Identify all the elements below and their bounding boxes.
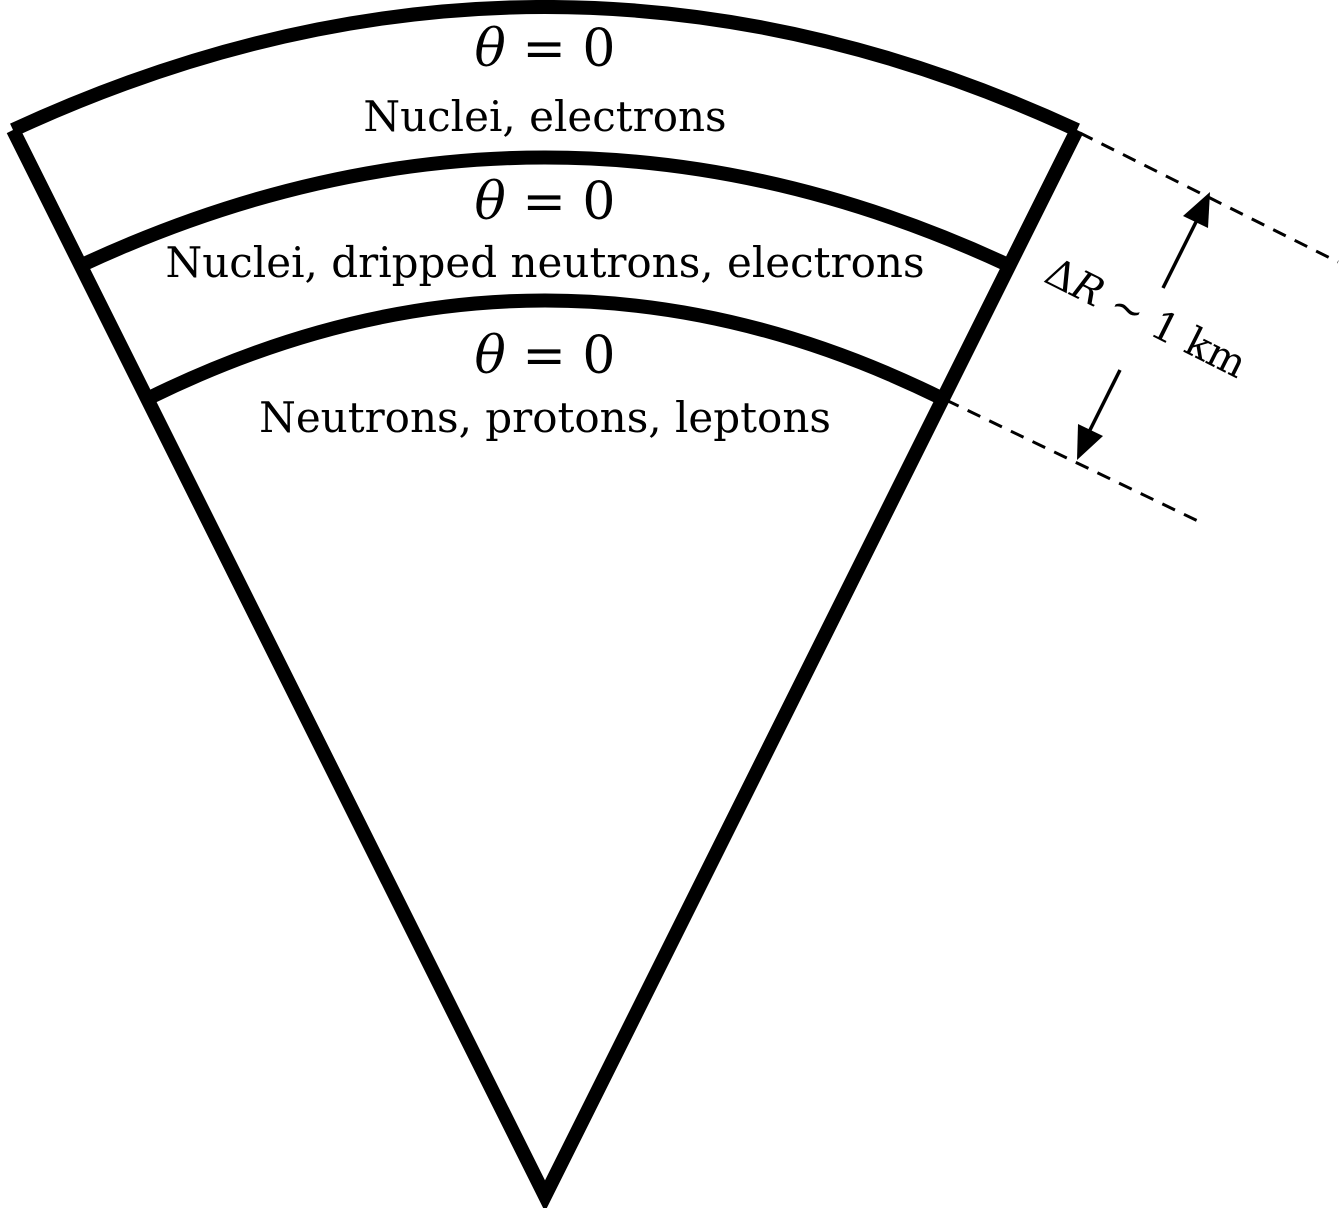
thickness-rest: ∼ 1 km	[1091, 275, 1254, 387]
inner-dashed-extension	[945, 398, 1201, 524]
layer-3-label: Neutrons, protons, leptons	[259, 393, 831, 442]
outer-surface-arc	[10, 0, 1080, 137]
thickness-label: ΔR ∼ 1 km	[1038, 249, 1254, 388]
layer-1-condition-rest: = 0	[506, 19, 616, 79]
layer-1-theta: θ	[474, 19, 505, 79]
neutron-drip-boundary-arc	[79, 150, 1011, 272]
layer-2-condition: θ = 0	[474, 172, 615, 232]
layer-3-condition-rest: = 0	[506, 326, 616, 386]
arrow-up-shaft	[1161, 221, 1198, 289]
arrow-down-shaft	[1088, 369, 1122, 431]
arrow-down-head	[1077, 424, 1103, 460]
layer-3-theta: θ	[474, 326, 505, 386]
layer-1-condition: θ = 0	[474, 19, 615, 79]
crust-core-boundary-arc	[145, 293, 945, 405]
layer-3-condition: θ = 0	[474, 326, 615, 386]
layer-2-theta: θ	[474, 172, 505, 232]
layer-2-condition-rest: = 0	[506, 172, 616, 232]
layer-2-label: Nuclei, dripped neutrons, electrons	[165, 238, 924, 287]
arrow-up-head	[1183, 192, 1210, 228]
wedge-outline	[6, 126, 1084, 1208]
layer-1-label: Nuclei, electrons	[363, 92, 726, 141]
